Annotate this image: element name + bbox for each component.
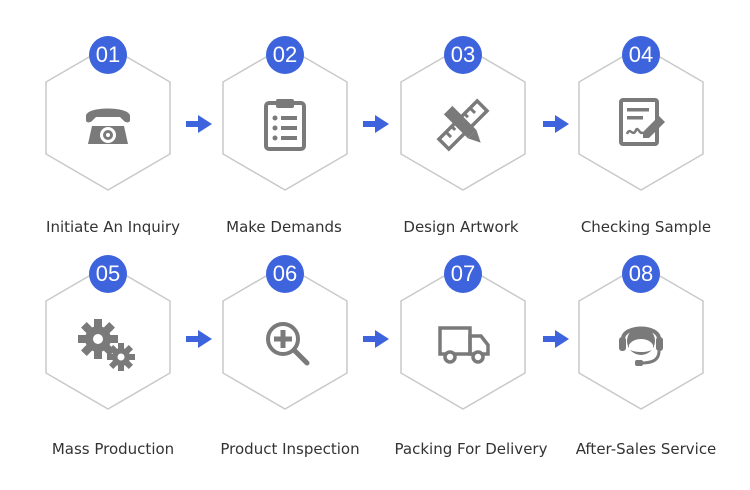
- step-01: 01: [38, 36, 178, 238]
- step-08: 08: [571, 255, 711, 457]
- step-number-badge: 03: [444, 36, 482, 74]
- delivery-truck-icon: [438, 326, 490, 364]
- arrow-right-icon: [186, 115, 212, 133]
- step-number-badge: 06: [266, 255, 304, 293]
- step-label: After-Sales Service: [575, 440, 717, 458]
- step-number-badge: 02: [266, 36, 304, 74]
- arrow-right-icon: [543, 330, 569, 348]
- pencil-ruler-icon: [436, 98, 490, 152]
- step-label: Design Artwork: [403, 218, 519, 236]
- step-06: 06: [215, 255, 355, 457]
- telephone-icon: [86, 108, 130, 144]
- headset-agent-icon: [619, 326, 663, 366]
- hexagon-frame: [45, 45, 171, 191]
- step-04: 04: [571, 36, 711, 238]
- arrow-right-icon: [363, 115, 389, 133]
- step-number-badge: 08: [622, 255, 660, 293]
- step-05: 05: [38, 255, 178, 457]
- step-number-badge: 04: [622, 36, 660, 74]
- step-label: Mass Production: [51, 440, 175, 458]
- clipboard-list-icon: [264, 99, 306, 151]
- arrow-right-icon: [186, 330, 212, 348]
- step-number-badge: 07: [444, 255, 482, 293]
- document-sign-icon: [619, 98, 665, 146]
- step-label: Packing For Delivery: [394, 440, 548, 458]
- gears-icon: [78, 319, 135, 371]
- step-number-badge: 05: [89, 255, 127, 293]
- step-07: 07: [393, 255, 533, 457]
- step-label: Checking Sample: [580, 218, 712, 236]
- step-03: 03: [393, 36, 533, 238]
- step-label: Initiate An Inquiry: [46, 218, 180, 236]
- magnifier-plus-icon: [266, 322, 310, 366]
- step-number-badge: 01: [89, 36, 127, 74]
- hexagon-frame: [400, 264, 526, 410]
- arrow-right-icon: [543, 115, 569, 133]
- step-label: Product Inspection: [220, 440, 360, 458]
- arrow-right-icon: [363, 330, 389, 348]
- step-label: Make Demands: [226, 218, 342, 236]
- step-02: 02: [215, 36, 355, 238]
